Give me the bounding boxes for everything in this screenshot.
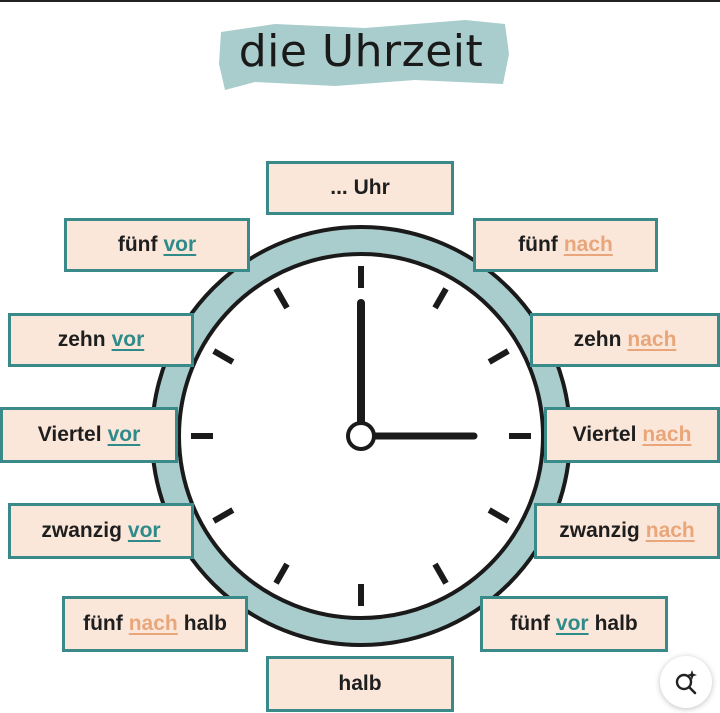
title-banner: die Uhrzeit [215, 14, 515, 96]
label-keyword-vor: vor [163, 233, 197, 256]
label-uhr: ... Uhr [266, 161, 454, 215]
label-keyword-vor: vor [555, 612, 589, 635]
clock-tick [273, 562, 290, 585]
label-text: zehn [57, 328, 106, 351]
label-text: zwanzig [41, 519, 122, 542]
label-text: halb [338, 672, 382, 695]
label-keyword-nach: nach [563, 233, 613, 256]
label-text: zehn [573, 328, 622, 351]
clock-tick [273, 287, 290, 310]
clock-tick [487, 348, 510, 365]
label-text: Viertel [572, 423, 637, 446]
clock-tick [432, 287, 449, 310]
page-title: die Uhrzeit [238, 26, 484, 77]
label-text: fünf [83, 612, 123, 635]
clock-tick [212, 507, 235, 524]
label-text: fünf [510, 612, 550, 635]
label-text: zwanzig [559, 519, 640, 542]
label-keyword-nach: nach [642, 423, 692, 446]
label-text-suffix: halb [594, 612, 638, 635]
label-text: ... Uhr [330, 176, 390, 199]
zoom-sparkle-icon [675, 670, 697, 695]
label-keyword-vor: vor [127, 519, 161, 542]
title-brush-stroke [219, 20, 509, 90]
label-keyword-vor: vor [107, 423, 141, 446]
clock-tick [432, 562, 449, 585]
clock-center-pin [346, 421, 376, 451]
zoom-button[interactable] [660, 656, 712, 708]
label-keyword-nach: nach [627, 328, 677, 351]
clock-tick [212, 348, 235, 365]
label-text: fünf [518, 233, 558, 256]
clock-ticks [191, 266, 531, 606]
label-text: fünf [117, 233, 158, 256]
label-keyword-vor: vor [111, 328, 145, 351]
clock-tick [487, 507, 510, 524]
label-keyword-nach: nach [128, 612, 178, 635]
label-text: Viertel [37, 423, 102, 446]
label-text-suffix: halb [183, 612, 227, 635]
top-border-line [0, 0, 720, 2]
label-halb: halb [266, 656, 454, 712]
label-keyword-nach: nach [645, 519, 695, 542]
